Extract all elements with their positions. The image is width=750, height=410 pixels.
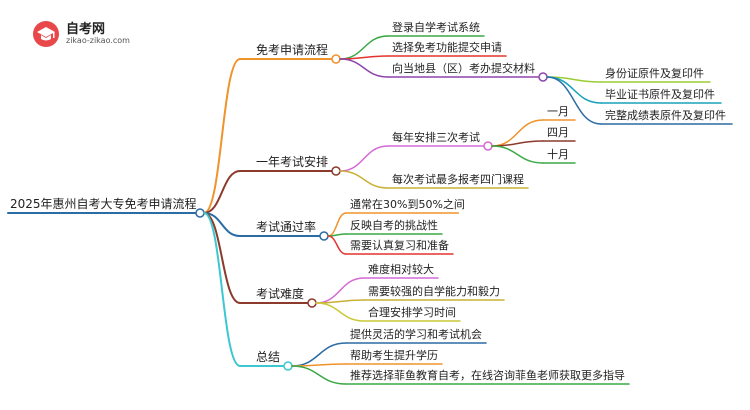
connector-line: [546, 76, 602, 125]
branch-label: 免考申请流程: [256, 42, 328, 57]
leaf-label: 需要较强的自学能力和毅力: [368, 284, 500, 298]
leaf-label: 帮助考生提升学历: [350, 348, 438, 362]
node-collapse-toggle[interactable]: [331, 54, 341, 64]
node-collapse-toggle[interactable]: [307, 298, 317, 308]
connector-line: [291, 342, 347, 367]
leaf-label: 一月: [547, 105, 569, 118]
connector-line: [315, 277, 365, 304]
connector-line: [339, 145, 389, 172]
leaf-label: 每次考试最多报考四门课程: [392, 172, 524, 186]
node-collapse-toggle[interactable]: [319, 231, 329, 241]
leaf-label: 向当地县（区）考办提交材料: [392, 61, 535, 75]
leaf-label: 身份证原件及复印件: [605, 66, 704, 80]
connector-line: [339, 170, 389, 189]
leaf-label: 提供灵活的学习和考试机会: [350, 327, 482, 341]
leaf-label: 十月: [547, 147, 569, 161]
leaf-label: 选择免考功能提交申请: [392, 40, 502, 54]
connector-line: [327, 212, 347, 237]
leaf-label: 登录自学考试系统: [392, 20, 480, 34]
connector-line: [203, 170, 241, 214]
connector-line: [491, 140, 544, 147]
leaf-label: 四月: [547, 126, 569, 139]
logo-title: 自考网: [66, 22, 106, 37]
node-collapse-toggle[interactable]: [483, 141, 493, 151]
branch-label: 一年考试安排: [256, 154, 328, 169]
node-collapse-toggle[interactable]: [538, 72, 548, 82]
connector-line: [339, 58, 389, 78]
connector-line: [491, 145, 544, 164]
node-collapse-toggle[interactable]: [195, 208, 205, 218]
leaf-label: 需要认真复习和准备: [350, 238, 449, 252]
connector-line: [203, 58, 241, 214]
leaf-label: 通常在30%到50%之间: [350, 197, 465, 211]
leaf-label: 反映自考的挑战性: [350, 218, 438, 232]
logo-subtitle: zikao-zikao.com: [66, 36, 130, 45]
leaf-label: 完整成绩表原件及复印件: [605, 108, 726, 122]
branch-label: 总结: [256, 350, 280, 364]
branch-label: 考试难度: [256, 286, 304, 301]
connector-line: [327, 235, 347, 255]
leaf-label: 每年安排三次考试: [392, 130, 480, 144]
leaf-label: 合理安排学习时间: [368, 305, 456, 319]
connector-line: [203, 212, 241, 367]
root-node-label: 2025年惠州自考大专免考申请流程: [10, 196, 197, 211]
site-logo: 自考网 zikao-zikao.com: [32, 16, 142, 54]
graduation-cap-icon: [33, 21, 59, 47]
node-collapse-toggle[interactable]: [283, 361, 293, 371]
leaf-label: 推荐选择菲鱼教育自考，在线咨询菲鱼老师获取更多指导: [350, 368, 625, 382]
node-collapse-toggle[interactable]: [331, 166, 341, 176]
connector-line: [491, 119, 544, 147]
connector-line: [315, 302, 365, 322]
branch-label: 考试通过率: [256, 219, 316, 234]
leaf-label: 毕业证书原件及复印件: [605, 87, 715, 101]
connector-line: [291, 365, 347, 385]
leaf-label: 难度相对较大: [368, 262, 434, 276]
